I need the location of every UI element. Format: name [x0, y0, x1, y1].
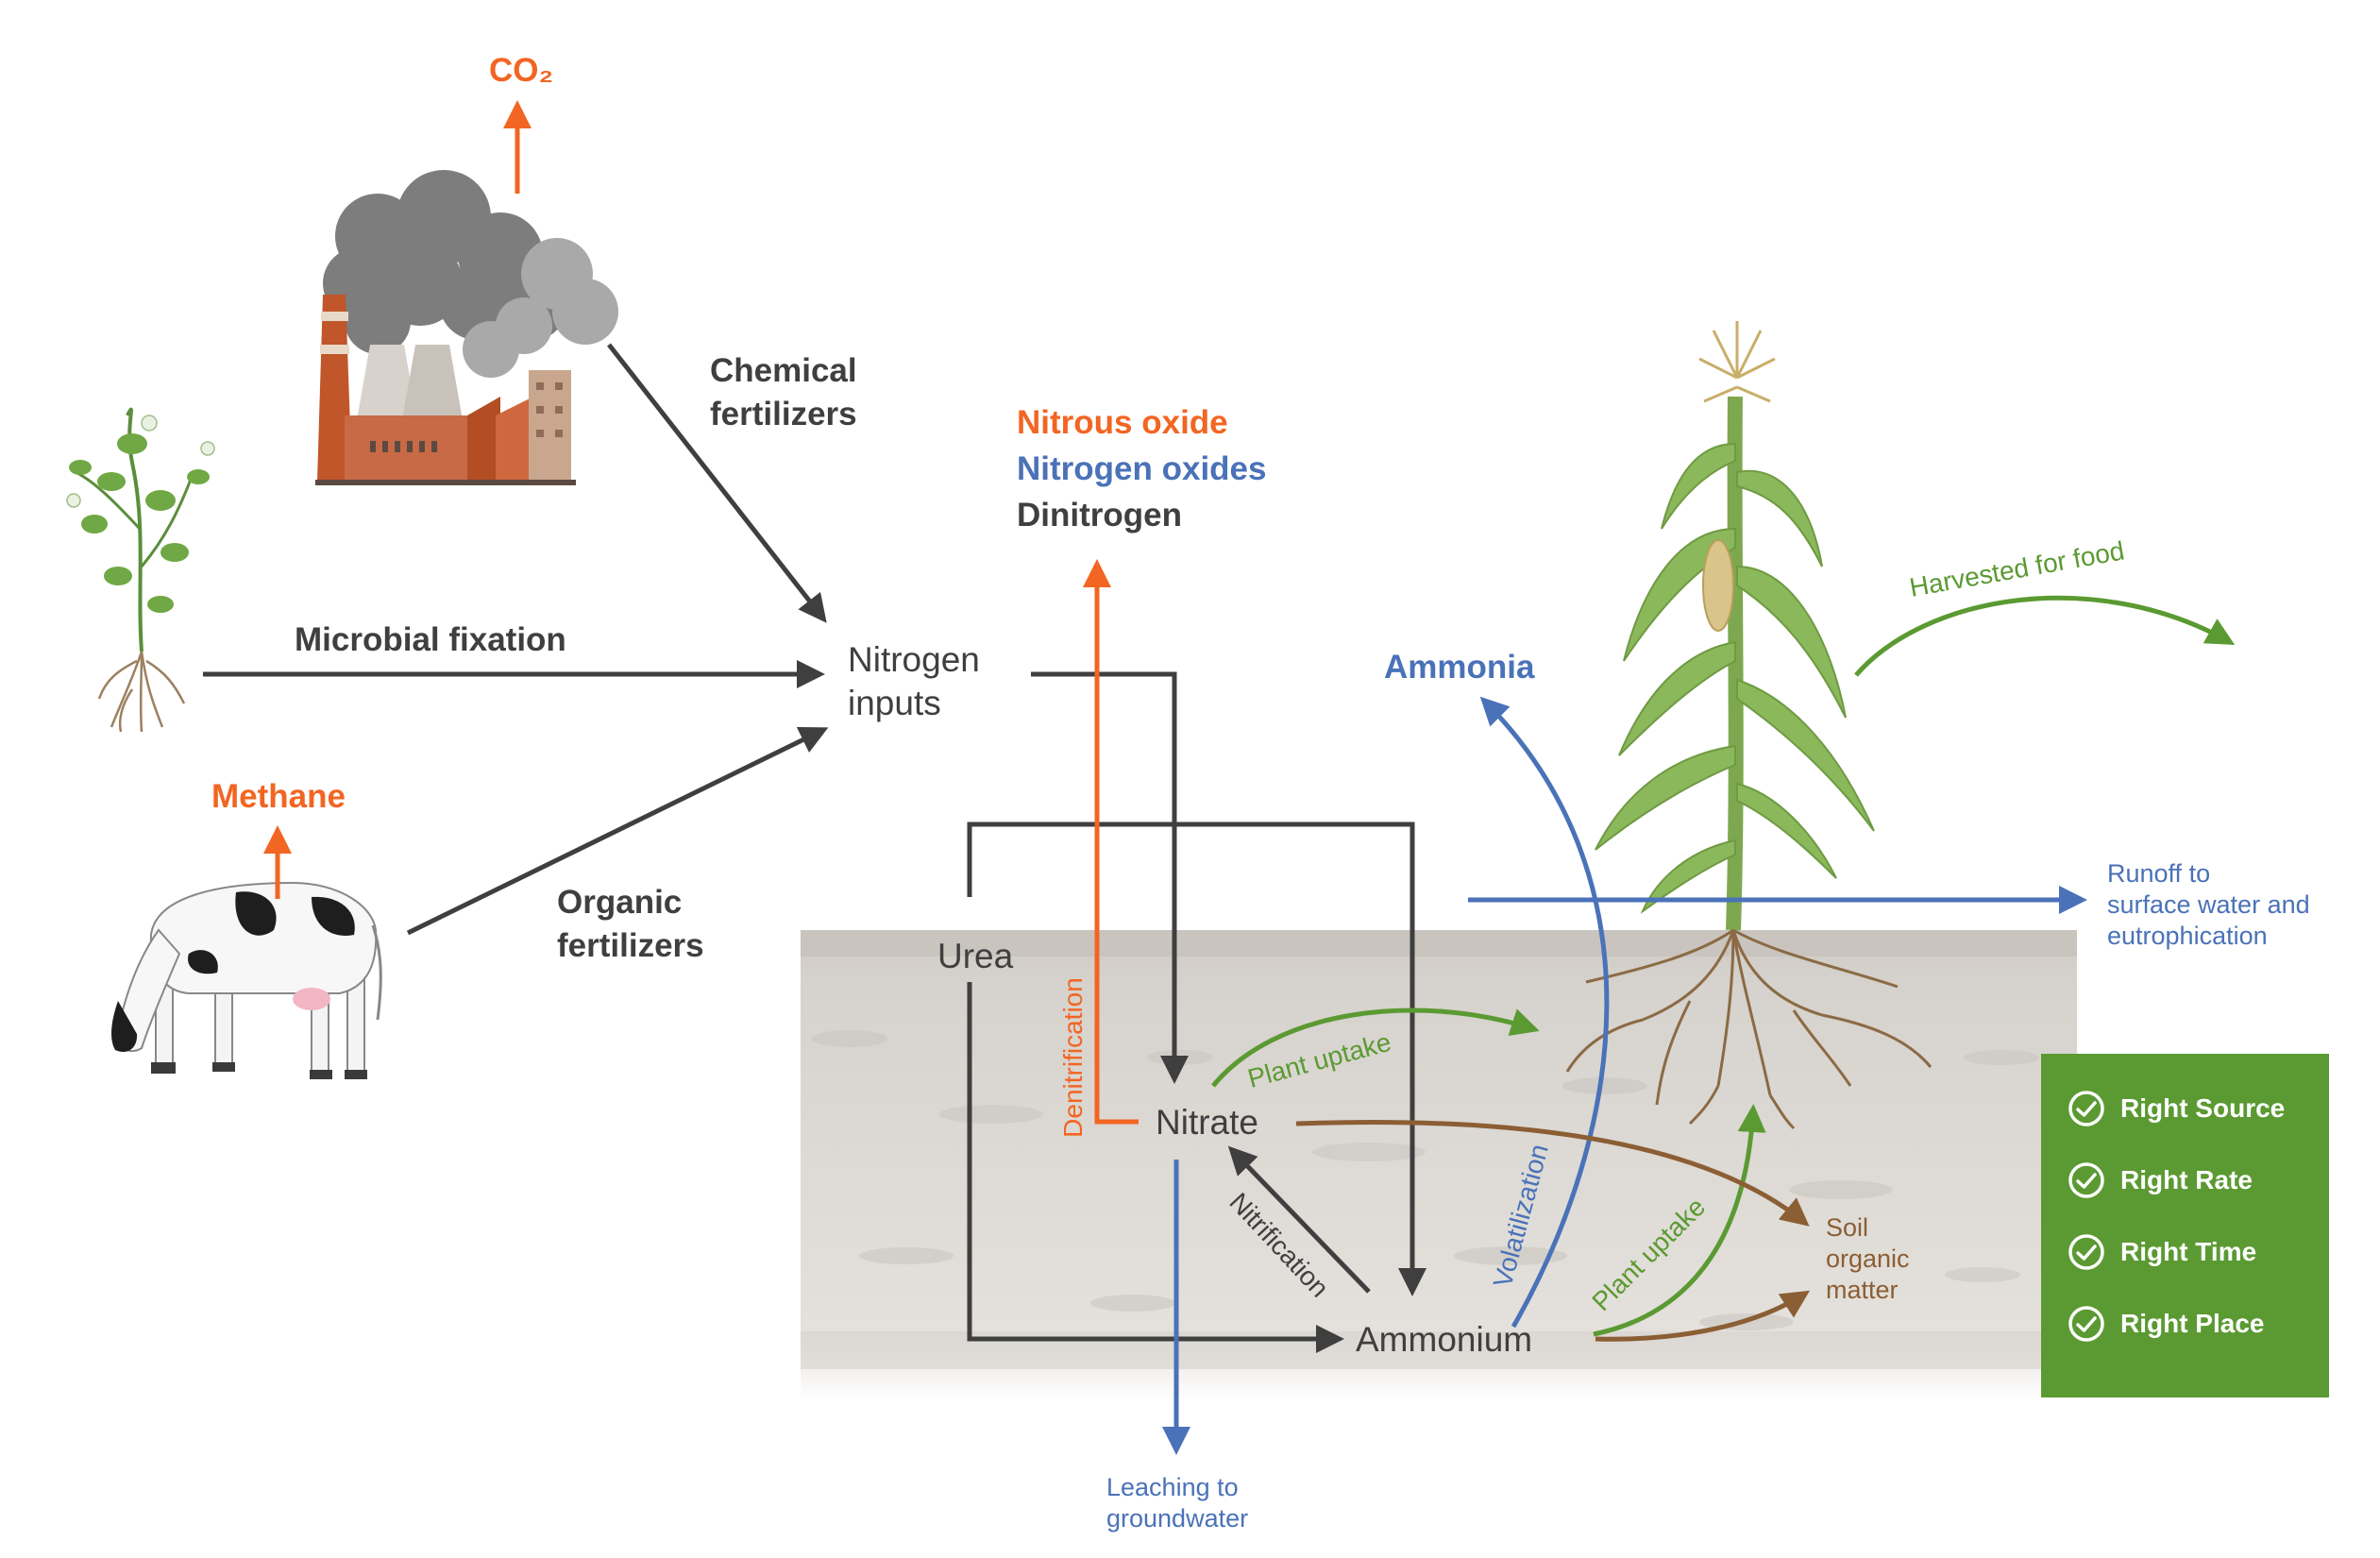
inputs-to-nitrate-arrow: [1031, 671, 1189, 1084]
practice-item: Right Rate: [2068, 1144, 2329, 1216]
denitrification-arrow: [1083, 559, 1139, 1125]
urea-node: Urea: [937, 937, 1014, 975]
plant-uptake-nitrate-arrow: [1211, 1008, 1540, 1088]
practice-item: Right Time: [2068, 1216, 2329, 1288]
nitrification-arrow: [1227, 1145, 1371, 1294]
organic-fertilizers-arrow: [406, 727, 829, 936]
check-circle-icon: [2068, 1234, 2104, 1270]
ammonium-node: Ammonium: [1356, 1320, 1533, 1359]
practice-label: Right Rate: [2120, 1165, 2253, 1194]
nitrate-to-som-arrow: [1295, 1120, 1810, 1227]
harvested-arrow: [1854, 595, 2236, 677]
co2-label: CO₂: [489, 52, 554, 89]
methane-label: Methane: [211, 778, 346, 815]
practice-item: Right Source: [2068, 1073, 2329, 1144]
runoff-label: Runoff to surface water and eutrophicati…: [2107, 859, 2310, 950]
practices-box: Right Source Right Rate Right Time Right…: [2041, 1054, 2329, 1397]
nitrate-node: Nitrate: [1156, 1103, 1258, 1142]
nitrous-oxide-label: Nitrous oxide: [1017, 404, 1228, 441]
soil-organic-matter-label: Soil organic matter: [1826, 1213, 1910, 1304]
check-circle-icon: [2068, 1306, 2104, 1342]
practice-label: Right Source: [2120, 1093, 2286, 1123]
chemical-fertilizers-arrow: [607, 343, 827, 623]
denitrification-label: Denitrification: [1058, 977, 1088, 1138]
urea-to-ammonium-arrow: [967, 982, 1344, 1353]
chemical-fertilizers-label: Chemical fertilizers: [710, 352, 857, 432]
microbial-fixation-label: Microbial fixation: [295, 621, 566, 658]
nitrogen-oxides-label: Nitrogen oxides: [1017, 450, 1267, 487]
factory-icon: [315, 170, 618, 485]
plant-uptake-ammonium-arrow: [1593, 1104, 1766, 1337]
volatilization-arrow: [1479, 696, 1610, 1329]
cow-icon: [111, 881, 382, 1079]
practice-label: Right Time: [2120, 1237, 2257, 1266]
loop-to-ammonium-arrow: [967, 821, 1426, 1296]
check-circle-icon: [2068, 1091, 2104, 1126]
organic-fertilizers-label: Organic fertilizers: [557, 884, 704, 964]
ammonium-to-som-arrow: [1595, 1290, 1811, 1342]
corn-plant-icon: [1565, 321, 1933, 1130]
dinitrogen-label: Dinitrogen: [1017, 497, 1182, 533]
nitrogen-inputs-node: Nitrogen inputs: [848, 640, 980, 722]
harvested-for-food-label: Harvested for food: [1907, 535, 2126, 602]
pea-plant-icon: [66, 407, 215, 733]
ammonia-label: Ammonia: [1384, 649, 1535, 686]
practice-label: Right Place: [2120, 1309, 2265, 1338]
practice-item: Right Place: [2068, 1288, 2329, 1360]
check-circle-icon: [2068, 1162, 2104, 1198]
leaching-label: Leaching to groundwater: [1106, 1473, 1249, 1533]
